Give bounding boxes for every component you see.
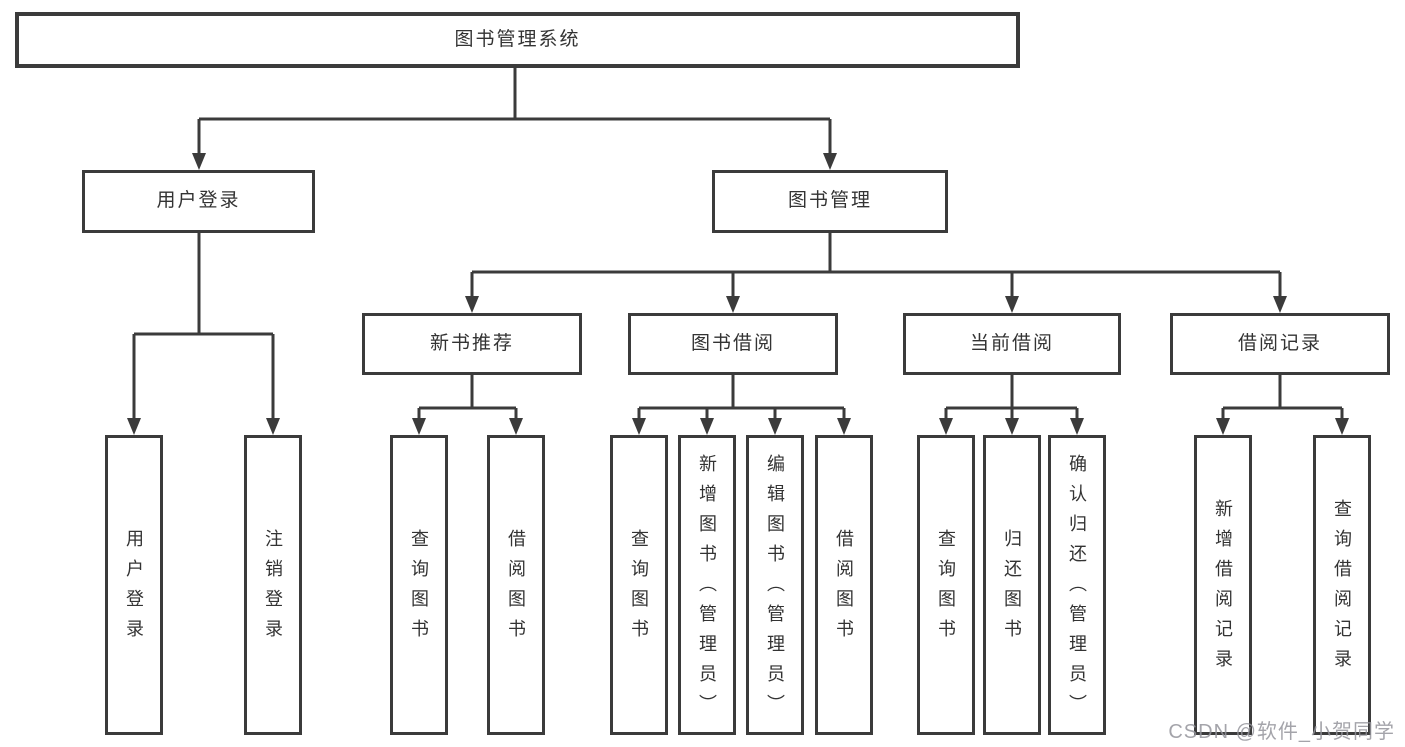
arrow-down-icon	[1070, 418, 1084, 435]
leaf-logout: 注销登录	[244, 435, 302, 735]
node-borrowing-records: 借阅记录	[1170, 313, 1390, 375]
arrow-down-icon	[1005, 296, 1019, 313]
tree-edges	[132, 68, 1344, 425]
arrow-down-icon	[509, 418, 523, 435]
node-library-management-system: 图书管理系统	[15, 12, 1020, 68]
leaf-query-borrow-record: 查询借阅记录	[1313, 435, 1371, 735]
leaf-confirm-return-admin: 确认归还（管理员）	[1048, 435, 1106, 735]
arrow-down-icon	[412, 418, 426, 435]
arrow-down-icon	[465, 296, 479, 313]
arrow-down-icon	[192, 153, 206, 170]
leaf-return-book: 归还图书	[983, 435, 1041, 735]
leaf-add-book-admin: 新增图书（管理员）	[678, 435, 736, 735]
node-new-book-recommendation: 新书推荐	[362, 313, 582, 375]
arrow-down-icon	[266, 418, 280, 435]
csdn-watermark: CSDN @软件_小贺同学	[1168, 721, 1395, 743]
leaf-query-book-under-current: 查询图书	[917, 435, 975, 735]
arrow-down-icon	[127, 418, 141, 435]
arrow-down-icon	[768, 418, 782, 435]
arrow-down-icon	[632, 418, 646, 435]
leaf-query-book-under-recommendation: 查询图书	[390, 435, 448, 735]
arrow-down-icon	[1335, 418, 1349, 435]
arrow-down-icon	[726, 296, 740, 313]
arrow-down-icon	[939, 418, 953, 435]
arrow-down-icon	[837, 418, 851, 435]
leaf-add-borrow-record: 新增借阅记录	[1194, 435, 1252, 735]
node-book-borrowing: 图书借阅	[628, 313, 838, 375]
leaf-user-login: 用户登录	[105, 435, 163, 735]
arrow-down-icon	[700, 418, 714, 435]
leaf-borrow-book-under-borrowing: 借阅图书	[815, 435, 873, 735]
arrow-down-icon	[823, 153, 837, 170]
arrow-down-icon	[1273, 296, 1287, 313]
leaf-query-book-under-borrowing: 查询图书	[610, 435, 668, 735]
node-current-borrowing: 当前借阅	[903, 313, 1121, 375]
node-book-management-branch: 图书管理	[712, 170, 948, 233]
leaf-borrow-book-under-recommendation: 借阅图书	[487, 435, 545, 735]
arrowheads	[127, 153, 1349, 435]
leaf-edit-book-admin: 编辑图书（管理员）	[746, 435, 804, 735]
node-user-login-branch: 用户登录	[82, 170, 315, 233]
arrow-down-icon	[1216, 418, 1230, 435]
arrow-down-icon	[1005, 418, 1019, 435]
